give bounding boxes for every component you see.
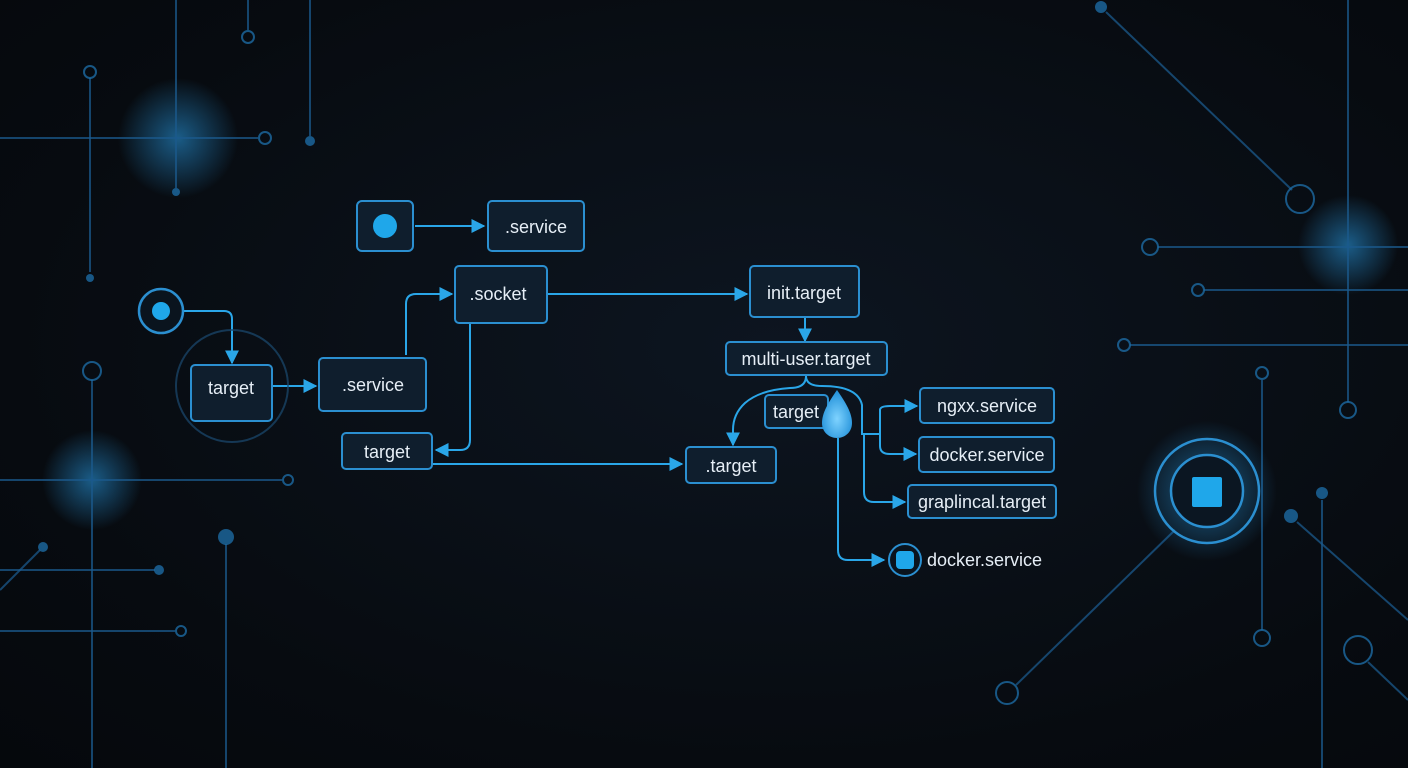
node-target-bottom-label: target [364,442,410,462]
node-socket-label: .socket [469,284,526,304]
node-dot-target[interactable]: .target [685,446,777,484]
node-dot-target-label: .target [705,456,756,476]
node-target-left[interactable]: target [190,364,273,422]
node-socket[interactable]: .socket [454,265,548,324]
node-ngxx-service-label: ngxx.service [937,396,1037,416]
square-chip-icon [1137,421,1277,561]
node-graphical-target[interactable]: graplincal.target [907,484,1057,519]
node-target-small-label: target [773,402,819,422]
node-target-bottom[interactable]: target [341,432,433,470]
node-top-service[interactable]: .service [487,200,585,252]
node-service-mid[interactable]: .service [318,357,427,412]
node-service-mid-label: .service [342,375,404,395]
node-graphical-target-label: graplincal.target [918,492,1046,512]
node-docker-service-1[interactable]: docker.service [918,436,1055,473]
circle-bullet-icon [356,200,414,252]
node-docker-service-2-label: docker.service [927,550,1042,570]
node-target-small[interactable]: target [764,394,829,429]
node-multi-user-target[interactable]: multi-user.target [725,341,888,376]
node-docker-service-1-label: docker.service [929,445,1044,465]
node-ngxx-service[interactable]: ngxx.service [919,387,1055,424]
droplet-icon [822,390,852,438]
node-target-left-label: target [208,378,254,398]
node-multi-user-target-label: multi-user.target [741,349,870,369]
node-init-target-label: init.target [767,283,841,303]
square-bullet-icon [896,551,914,569]
node-top-service-label: .service [505,217,567,237]
node-init-target[interactable]: init.target [749,265,860,318]
ring-bullet-icon [137,287,289,443]
node-docker-service-2[interactable]: docker.service [888,543,1042,577]
edges [180,219,919,567]
